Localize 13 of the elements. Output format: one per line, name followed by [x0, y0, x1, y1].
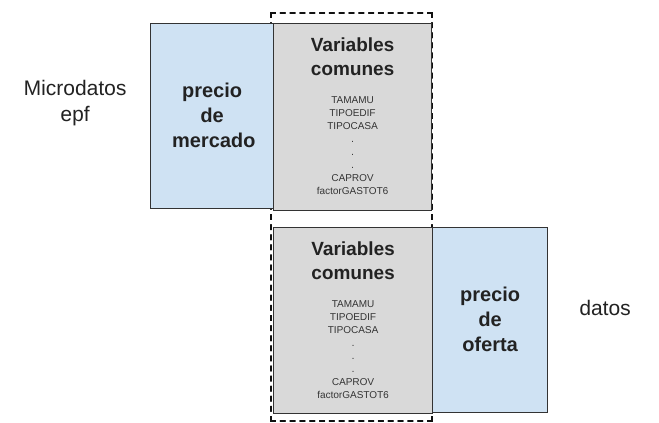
variables-box: [273, 23, 432, 211]
price-label: precio de oferta: [458, 282, 522, 358]
variable-list: TAMAMU TIPOEDIF TIPOCASA . . . CAPROV factorGASTOT6: [317, 298, 389, 402]
price-box: [432, 227, 548, 413]
dashed-frame: [270, 12, 433, 422]
box-heading: Variables comunes: [310, 238, 396, 286]
price-label: precio de mercado: [172, 78, 252, 154]
source-label: Microdatos epf: [22, 76, 128, 128]
price-box: [150, 23, 274, 209]
variable-list: TAMAMU TIPOEDIF TIPOCASA . . . CAPROV factorGASTOT6: [316, 94, 388, 198]
variables-box: [273, 227, 433, 414]
box-heading: Variables comunes: [310, 34, 396, 82]
source-label: datos: [578, 296, 632, 322]
